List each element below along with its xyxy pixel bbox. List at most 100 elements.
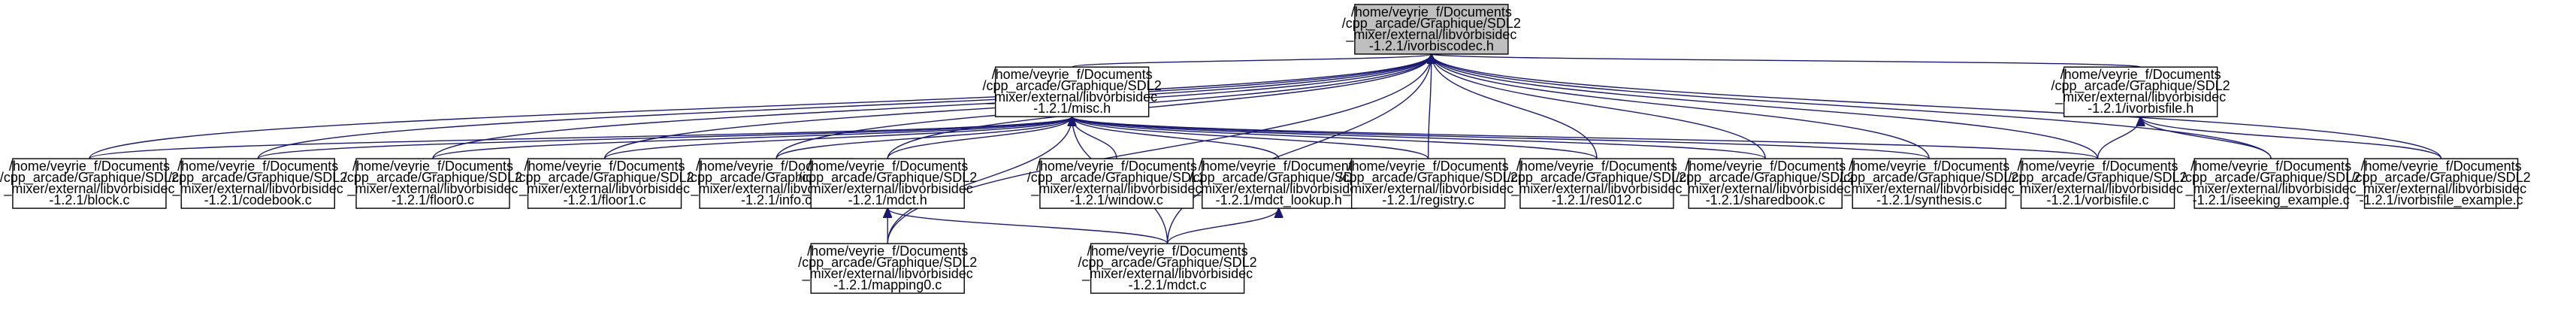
- node-label-line: -1.2.1/ivorbisfile.h: [2088, 101, 2194, 116]
- node-ivorbisfile_example_c[interactable]: /home/veyrie_f/Documents/cpp_arcade/Grap…: [2351, 158, 2531, 209]
- node-label-line: /cpp_arcade/Graphique/SDL2: [798, 170, 977, 186]
- edge-floor0_c-to-misc_h: [432, 117, 1072, 159]
- node-box: [2063, 66, 2218, 117]
- node-label-line: /cpp_arcade/Graphique/SDL2: [0, 170, 179, 186]
- node-label-line: _mixer/external/libvorbisidec: [172, 181, 343, 197]
- node-box: [180, 158, 335, 209]
- node-label-line: /cpp_arcade/Graphique/SDL2: [1840, 170, 2018, 186]
- node-label-line: /home/veyrie_f/Documents: [2017, 159, 2178, 174]
- edge-iseeking_example_c-to-root: [1432, 54, 2272, 159]
- node-sharedbook_c[interactable]: /home/veyrie_f/Documents/cpp_arcade/Grap…: [1676, 158, 1855, 209]
- node-box: [1090, 243, 1245, 294]
- node-label-line: -1.2.1/floor1.c: [563, 192, 646, 207]
- node-label-line: /cpp_arcade/Graphique/SDL2: [1339, 170, 1518, 186]
- node-label-line: -1.2.1/res012.c: [1552, 192, 1642, 207]
- node-label-line: _mixer/external/libvorbisidec: [346, 181, 518, 197]
- node-label-line: /home/veyrie_f/Documents: [807, 159, 968, 174]
- node-label-line: /cpp_arcade/Graphique/SDL2: [2351, 170, 2530, 186]
- node-label-line: /cpp_arcade/Graphique/SDL2: [1078, 255, 1257, 271]
- edge-floor0_c-to-root: [432, 54, 1432, 159]
- node-label-line: /home/veyrie_f/Documents: [1199, 159, 1359, 174]
- node-label-line: /cpp_arcade/Graphique/SDL2: [1507, 170, 1686, 186]
- node-label-line: /home/veyrie_f/Documents: [1351, 5, 1512, 20]
- node-label-line: -1.2.1/iseeking_example.c: [2193, 192, 2350, 208]
- nodes-layer: /home/veyrie_f/Documents/cpp_arcade/Grap…: [0, 4, 2531, 294]
- node-label-line: _mixer/external/libvorbisidec: [986, 89, 1157, 105]
- node-registry_c[interactable]: /home/veyrie_f/Documents/cpp_arcade/Grap…: [1339, 158, 1518, 209]
- node-block_c[interactable]: /home/veyrie_f/Documents/cpp_arcade/Grap…: [0, 158, 179, 209]
- edge-block_c-to-root: [89, 54, 1432, 159]
- node-label-line: /cpp_arcade/Graphique/SDL2: [983, 78, 1162, 94]
- node-label-line: _mixer/external/libvorbisidec: [1345, 27, 1516, 43]
- node-box: [810, 243, 965, 294]
- node-window_c[interactable]: /home/veyrie_f/Documents/cpp_arcade/Grap…: [1027, 158, 1206, 209]
- node-label-line: /cpp_arcade/Graphique/SDL2: [2181, 170, 2360, 186]
- node-label-line: /home/veyrie_f/Documents: [1516, 159, 1677, 174]
- node-res012_c[interactable]: /home/veyrie_f/Documents/cpp_arcade/Grap…: [1507, 158, 1686, 209]
- node-vorbisfile_c[interactable]: /home/veyrie_f/Documents/cpp_arcade/Grap…: [2008, 158, 2187, 209]
- edge-vorbisfile_c-to-misc_h: [1072, 117, 2099, 159]
- edge-res012_c-to-misc_h: [1072, 117, 1598, 159]
- node-label-line: _mixer/external/libvorbisidec: [2054, 89, 2226, 105]
- node-root[interactable]: /home/veyrie_f/Documents/cpp_arcade/Grap…: [1342, 4, 1521, 55]
- edge-synthesis_c-to-root: [1432, 54, 1930, 159]
- node-mapping0_c[interactable]: /home/veyrie_f/Documents/cpp_arcade/Grap…: [798, 243, 977, 294]
- edge-sharedbook_c-to-misc_h: [1072, 117, 1766, 159]
- node-label-line: _mixer/external/libvorbisidec: [2012, 181, 2183, 197]
- node-box: [2194, 158, 2348, 209]
- node-floor0_c[interactable]: /home/veyrie_f/Documents/cpp_arcade/Grap…: [343, 158, 522, 209]
- node-iseeking_example_c[interactable]: /home/veyrie_f/Documents/cpp_arcade/Grap…: [2181, 158, 2360, 209]
- node-label-line: /cpp_arcade/Graphique/SDL2: [343, 170, 522, 186]
- node-label-line: /home/veyrie_f/Documents: [1685, 159, 1846, 174]
- edge-block_c-to-misc_h: [89, 117, 1072, 159]
- node-label-line: _mixer/external/libvorbisidec: [1193, 181, 1364, 197]
- node-label-line: /home/veyrie_f/Documents: [2060, 67, 2221, 83]
- node-box: [1350, 158, 1506, 209]
- node-label-line: _mixer/external/libvorbisidec: [2185, 181, 2357, 197]
- node-label-line: /home/veyrie_f/Documents: [352, 159, 513, 174]
- node-box: [810, 158, 965, 209]
- node-label-line: -1.2.1/synthesis.c: [1876, 192, 1982, 207]
- edge-codebook_c-to-root: [257, 54, 1432, 159]
- node-box: [2020, 158, 2175, 209]
- node-label-line: /cpp_arcade/Graphique/SDL2: [1342, 16, 1521, 32]
- edge-floor1_c-to-misc_h: [603, 117, 1072, 159]
- node-label-line: -1.2.1/ivorbisfile_example.c: [2360, 192, 2523, 208]
- node-box: [1039, 158, 1194, 209]
- node-label-line: _mixer/external/libvorbisidec: [802, 266, 973, 282]
- edge-mdct_h-to-misc_h: [887, 117, 1072, 159]
- edge-mdct_c-to-mdct_lookup_h: [1166, 208, 1279, 244]
- node-label-line: /cpp_arcade/Graphique/SDL2: [798, 255, 977, 271]
- node-codebook_c[interactable]: /home/veyrie_f/Documents/cpp_arcade/Grap…: [168, 158, 347, 209]
- node-label-line: /home/veyrie_f/Documents: [992, 67, 1153, 83]
- node-label-line: -1.2.1/floor0.c: [392, 192, 474, 207]
- node-label-line: /cpp_arcade/Graphique/SDL2: [1190, 170, 1368, 186]
- node-label-line: _mixer/external/libvorbisidec: [1030, 181, 1202, 197]
- node-label-line: -1.2.1/mdct_lookup.h: [1216, 192, 1342, 208]
- node-ivorbisfile_h[interactable]: /home/veyrie_f/Documents/cpp_arcade/Grap…: [2051, 66, 2230, 117]
- node-label-line: -1.2.1/ivorbiscodec.h: [1369, 38, 1494, 53]
- node-mdct_lookup_h[interactable]: /home/veyrie_f/Documents/cpp_arcade/Grap…: [1190, 158, 1368, 209]
- node-label-line: /cpp_arcade/Graphique/SDL2: [1676, 170, 1855, 186]
- node-label-line: _mixer/external/libvorbisidec: [1843, 181, 2015, 197]
- edge-misc_h-to-root: [1071, 54, 1432, 68]
- node-label-line: -1.2.1/mdct.h: [848, 192, 927, 207]
- edge-vorbisfile_c-to-root: [1432, 54, 2099, 159]
- node-label-line: /home/veyrie_f/Documents: [1348, 159, 1509, 174]
- edge-res012_c-to-root: [1432, 54, 1598, 159]
- edge-mapping0_c-to-misc_h: [887, 117, 1072, 244]
- node-box: [355, 158, 510, 209]
- node-box: [12, 158, 167, 209]
- node-label-line: /home/veyrie_f/Documents: [9, 159, 170, 174]
- node-label-line: -1.2.1/mdct.c: [1129, 277, 1207, 292]
- node-label-line: /cpp_arcade/Graphique/SDL2: [2051, 78, 2230, 94]
- node-synthesis_c[interactable]: /home/veyrie_f/Documents/cpp_arcade/Grap…: [1840, 158, 2018, 209]
- node-label-line: /home/veyrie_f/Documents: [524, 159, 685, 174]
- node-mdct_h[interactable]: /home/veyrie_f/Documents/cpp_arcade/Grap…: [798, 158, 977, 209]
- node-floor1_c[interactable]: /home/veyrie_f/Documents/cpp_arcade/Grap…: [515, 158, 694, 209]
- node-mdct_c[interactable]: /home/veyrie_f/Documents/cpp_arcade/Grap…: [1078, 243, 1257, 294]
- node-misc_h[interactable]: /home/veyrie_f/Documents/cpp_arcade/Grap…: [983, 66, 1162, 117]
- node-label-line: -1.2.1/misc.h: [1033, 101, 1111, 116]
- node-label-line: /home/veyrie_f/Documents: [177, 159, 338, 174]
